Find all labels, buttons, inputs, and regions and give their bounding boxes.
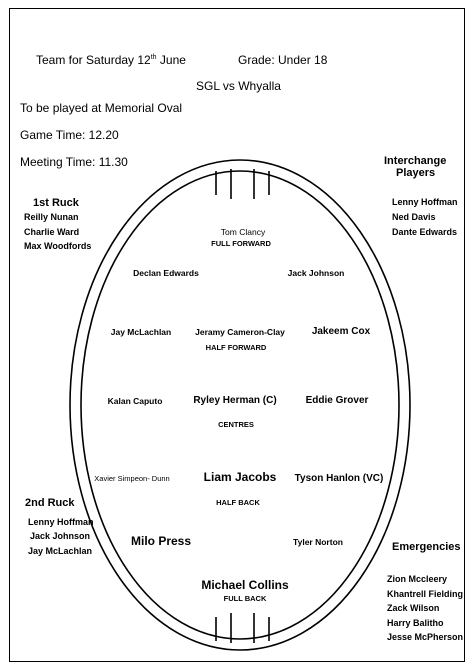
emergency-player: Harry Balitho: [387, 618, 444, 628]
page-border: [9, 8, 465, 662]
centres-label: CENTRES: [218, 420, 254, 429]
forward-pocket-left-player: Declan Edwards: [133, 268, 199, 278]
team-for-date: Team for Saturday 12th June: [36, 53, 186, 67]
first-ruck-player: Charlie Ward: [24, 227, 80, 237]
match-title: SGL vs Whyalla: [196, 79, 281, 93]
second-ruck-title: 2nd Ruck: [25, 497, 75, 509]
forward-pocket-right-player: Jack Johnson: [287, 268, 345, 278]
team-for-text: Team for Saturday 12: [36, 53, 151, 67]
half-back-right-player: Tyson Hanlon (VC): [294, 473, 384, 484]
second-ruck-player: Jay McLachlan: [28, 546, 93, 556]
interchange-player: Lenny Hoffman: [392, 197, 458, 207]
centre-right-player: Eddie Grover: [305, 395, 369, 406]
back-pocket-left-player: Milo Press: [130, 534, 192, 548]
interchange-player: Dante Edwards: [392, 227, 458, 237]
half-forward-left-player: Jay McLachlan: [110, 327, 172, 337]
centre-player: Ryley Herman (C): [193, 395, 277, 406]
half-back-label: HALF BACK: [216, 498, 260, 507]
emergency-player: Khantrell Fielding: [387, 589, 464, 599]
first-ruck-player: Reilly Nunan: [24, 212, 79, 222]
full-forward-player: Tom Clancy: [220, 227, 266, 237]
emergency-player: Zack Wilson: [387, 603, 440, 613]
second-ruck-player: Lenny Hoffman: [28, 517, 94, 527]
game-time: Game Time: 12.20: [20, 128, 119, 142]
half-back-centre-player: Liam Jacobs: [203, 470, 277, 484]
team-for-month: June: [156, 53, 186, 67]
date-suffix: th: [150, 54, 157, 61]
back-pocket-right-player: Tyler Norton: [293, 537, 343, 547]
meeting-time: Meeting Time: 11.30: [20, 155, 128, 169]
half-forward-right-player: Jakeem Cox: [311, 326, 371, 337]
oval-inner-boundary: [80, 170, 400, 640]
emergency-player: Jesse McPherson: [387, 632, 464, 642]
interchange-title-1: Interchange: [384, 155, 447, 167]
oval-outer-boundary: [69, 159, 411, 651]
first-ruck-title: 1st Ruck: [33, 197, 79, 209]
grade: Grade: Under 18: [238, 53, 328, 67]
emergencies-title: Emergencies: [392, 541, 461, 553]
full-back-label: FULL BACK: [223, 594, 267, 603]
half-forward-centre-player: Jeramy Cameron-Clay: [195, 327, 285, 337]
interchange-player: Ned Davis: [392, 212, 436, 222]
centre-left-player: Kalan Caputo: [107, 396, 163, 406]
venue: To be played at Memorial Oval: [20, 101, 183, 115]
first-ruck-player: Max Woodfords: [24, 241, 92, 251]
full-back-player: Michael Collins: [201, 578, 289, 592]
half-back-left-player: Xavier Simpeon- Dunn: [94, 474, 170, 483]
interchange-title-2: Players: [396, 167, 436, 179]
second-ruck-player: Jack Johnson: [30, 531, 91, 541]
full-forward-label: FULL FORWARD: [211, 239, 271, 248]
emergency-player: Zion Mccleery: [387, 574, 448, 584]
half-forward-label: HALF FORWARD: [205, 343, 267, 352]
